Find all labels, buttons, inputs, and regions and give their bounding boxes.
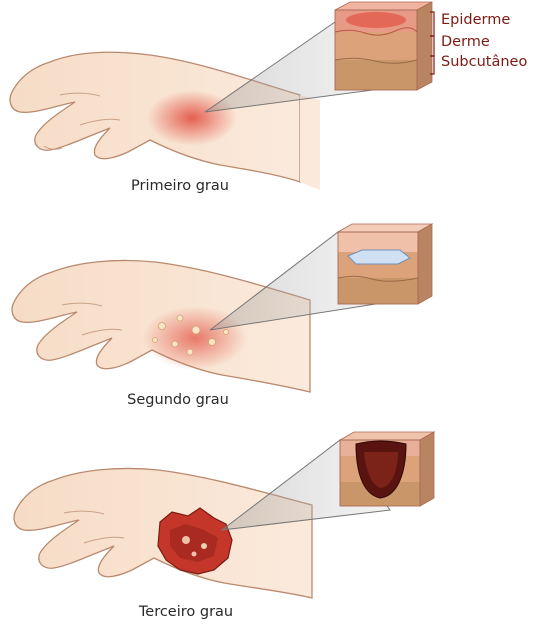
label-epidermis: Epiderme [441,12,511,28]
caption-first-degree: Primeiro grau [131,178,229,194]
skin-block-1 [334,1,433,91]
blisters [152,314,229,356]
panel-first-degree [9,1,435,190]
caption-second-degree: Segundo grau [127,392,229,408]
panel-second-degree [11,223,434,393]
label-subcutaneous: Subcutâneo [441,54,528,70]
third-degree-wound [157,507,233,575]
label-dermis: Derme [441,34,490,50]
caption-third-degree: Terceiro grau [138,604,234,620]
panel-third-degree [13,431,436,599]
layer-brackets [430,11,435,75]
first-degree-redness [147,90,237,146]
skin-block-2 [336,223,434,305]
skin-block-3 [338,431,436,507]
